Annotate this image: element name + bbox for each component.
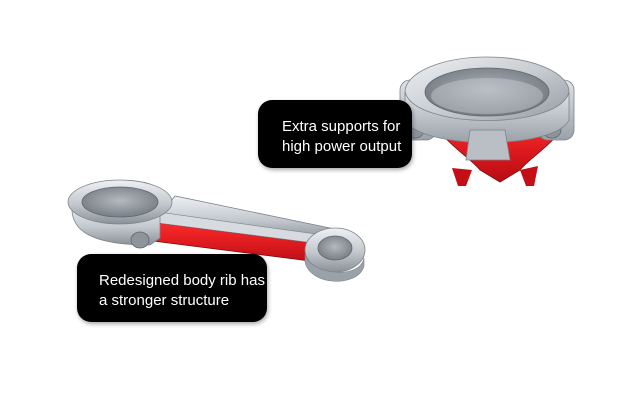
rod-body-callout-line1: Redesigned body rib has (99, 272, 265, 289)
big-end-callout-line2: high power output (282, 138, 402, 155)
rod-body-callout: Redesigned body rib has a stronger struc… (77, 254, 267, 322)
big-end-callout: Extra supports for high power output (258, 100, 412, 168)
big-end-callout-line1: Extra supports for (282, 118, 401, 135)
rod-body-callout-line2: a stronger structure (99, 292, 230, 309)
